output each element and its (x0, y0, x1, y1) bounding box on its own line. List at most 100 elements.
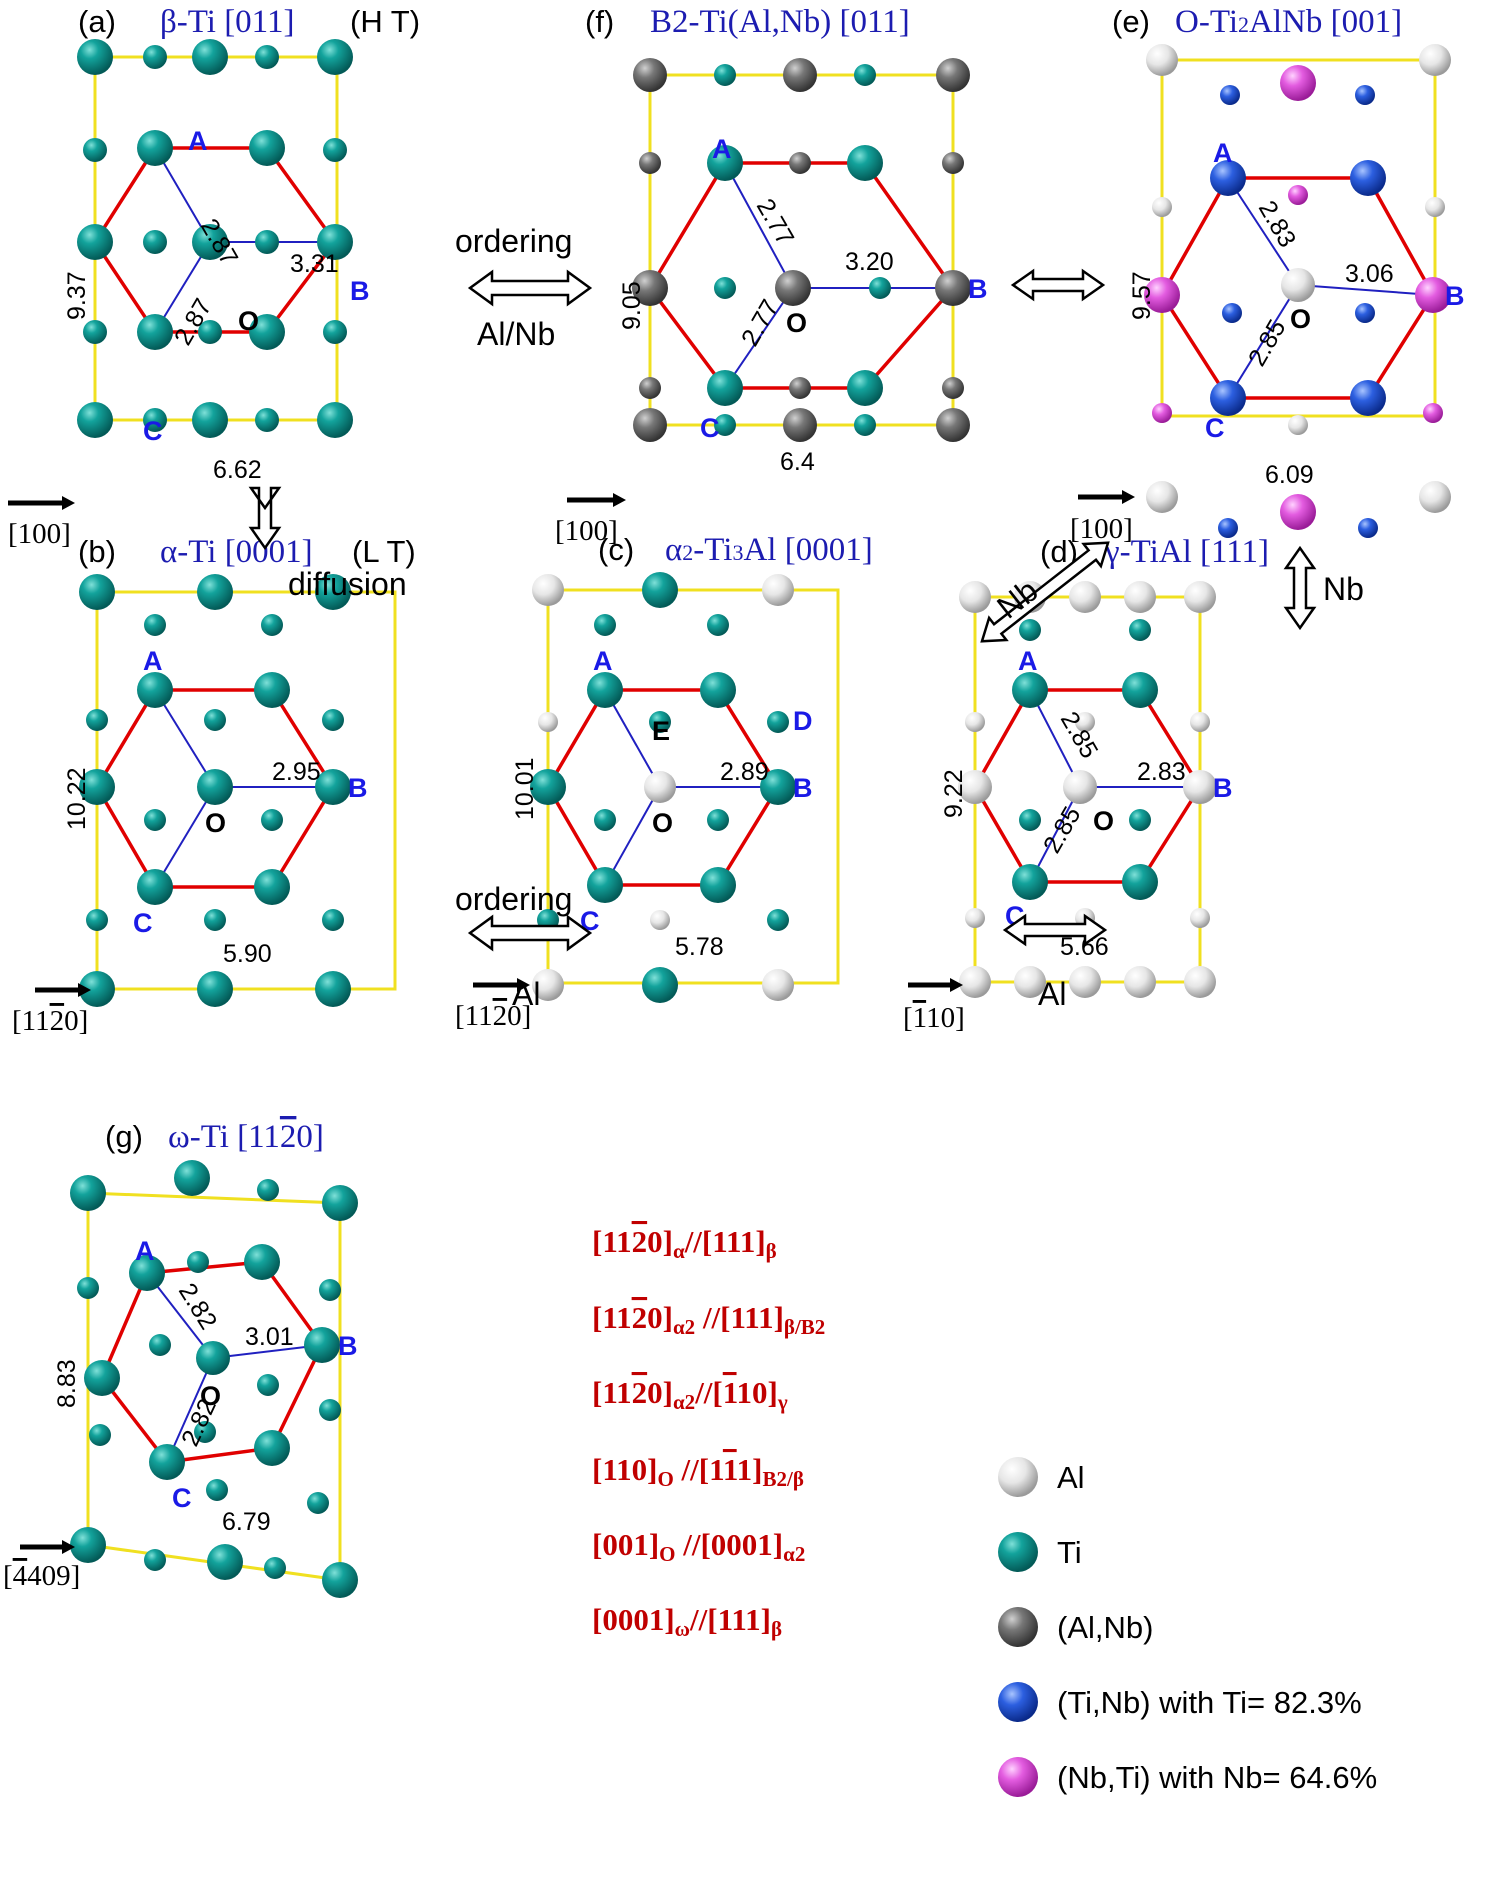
al-atom (1014, 966, 1046, 998)
ti-atom (322, 1562, 358, 1598)
ti-atom (854, 414, 876, 436)
tinb-atom (1210, 380, 1246, 416)
ti-atom (530, 769, 566, 805)
ti-atom (869, 277, 891, 299)
al-atom (650, 910, 670, 930)
ti-atom (86, 909, 108, 931)
alnb-atom (633, 408, 667, 442)
bond-a-o (1227, 177, 1299, 286)
al-atom (1146, 481, 1178, 513)
site-label-b: B (348, 773, 368, 803)
alnb-atom (633, 58, 667, 92)
bond-c-o (1227, 284, 1299, 399)
panel-title: O-Ti2AlNb [001] (1175, 4, 1402, 40)
ti-atom (77, 402, 113, 438)
al-atom (1288, 415, 1308, 435)
panel-b: (b) α-Ti [0001] (L T) A B C O 2.95 10.22… (12, 534, 416, 1037)
ti-atom (707, 370, 743, 406)
site-label-a: A (712, 134, 732, 164)
legend-label-tinb: (Ti,Nb) with Ti= 82.3% (1057, 1685, 1362, 1720)
al-atom (1184, 966, 1216, 998)
ti-atom (255, 230, 279, 254)
ti-atom (255, 45, 279, 69)
ti-atom (84, 1360, 120, 1396)
al-atom (1425, 197, 1445, 217)
site-label-c: C (133, 908, 153, 938)
ti-atom (767, 711, 789, 733)
distance-ob: 3.31 (290, 250, 339, 278)
panel-title: ω-Ti [1120] (168, 1119, 324, 1155)
legend-swatch-al (998, 1457, 1038, 1497)
al-atom (1183, 770, 1217, 804)
ti-atom (315, 769, 351, 805)
cell-height: 9.57 (1128, 271, 1156, 320)
direction-label: [100] (1070, 513, 1133, 545)
ti-atom (1012, 672, 1048, 708)
ti-atom (143, 230, 167, 254)
ti-atom (174, 1160, 210, 1196)
orientation-relations: [1120]α//[111]β [1120]α2 //[111]β/B2 [11… (592, 1224, 825, 1641)
panel-e: (e) O-Ti2AlNb [001] A B C O 2.83 2.85 3.… (1070, 4, 1465, 545)
ti-atom (89, 1424, 111, 1446)
panel-title: α-Ti [0001] (160, 534, 313, 570)
tinb-atom (1358, 518, 1378, 538)
al-atom (1190, 908, 1210, 928)
al-atom (532, 574, 564, 606)
panel-label: (a) (78, 4, 116, 39)
ti-atom (594, 614, 616, 636)
alnb-atom (783, 408, 817, 442)
ti-atom (649, 711, 671, 733)
ti-atom (255, 408, 279, 432)
site-label-a: A (143, 646, 163, 676)
double-arrow-b-c (467, 914, 593, 952)
bond-a-o (154, 147, 211, 243)
ti-atom (854, 64, 876, 86)
ti-atom (207, 1544, 243, 1580)
ti-atom (1019, 809, 1041, 831)
ti-atom (700, 672, 736, 708)
ti-atom (760, 769, 796, 805)
panel-label: (f) (585, 4, 614, 39)
ti-atom (714, 414, 736, 436)
alnb-atom (789, 152, 811, 174)
ti-atom (187, 1251, 209, 1273)
site-label-c: C (700, 413, 720, 443)
cell-width: 6.79 (222, 1508, 271, 1536)
al-atom (762, 969, 794, 1001)
al-atom (1190, 712, 1210, 732)
bond-c-o (724, 287, 794, 389)
ti-atom (192, 224, 228, 260)
ti-atom (77, 39, 113, 75)
atoms (632, 58, 971, 442)
site-label-b: B (1445, 281, 1465, 311)
panel-title: β-Ti [011] (160, 4, 294, 40)
cell-height: 8.83 (53, 1359, 81, 1408)
site-label-o: O (238, 306, 259, 336)
ti-atom (257, 1374, 279, 1396)
distance-ob: 2.83 (1137, 758, 1186, 786)
arrow-label-ordering-mid: ordering (455, 881, 572, 917)
direction-arrowhead (62, 1540, 75, 1554)
site-label-e: E (652, 716, 670, 746)
atoms (79, 574, 351, 1007)
double-arrow-f-e (1010, 268, 1106, 302)
unit-cell (648, 73, 955, 427)
tinb-atom (1220, 85, 1240, 105)
ti-atom (254, 672, 290, 708)
distance-ao: 2.85 (1055, 707, 1104, 763)
legend-label-alnb: (Al,Nb) (1057, 1610, 1153, 1645)
double-arrow-c-d (1002, 913, 1108, 947)
direction-label: [1120] (455, 1000, 531, 1032)
ti-atom (70, 1175, 106, 1211)
ti-atom (144, 1549, 166, 1571)
panel-label: (e) (1112, 4, 1150, 39)
al-atom (644, 771, 676, 803)
panel-d: (d) γ-TiAl [111] A B C O 2.85 2.85 2.83 … (903, 534, 1269, 1034)
ti-atom (1012, 864, 1048, 900)
site-label-a: A (593, 646, 613, 676)
alnb-atom (936, 58, 970, 92)
site-label-a: A (135, 1236, 155, 1266)
panel-note: (L T) (352, 534, 416, 569)
distance-ob: 3.01 (245, 1323, 294, 1351)
